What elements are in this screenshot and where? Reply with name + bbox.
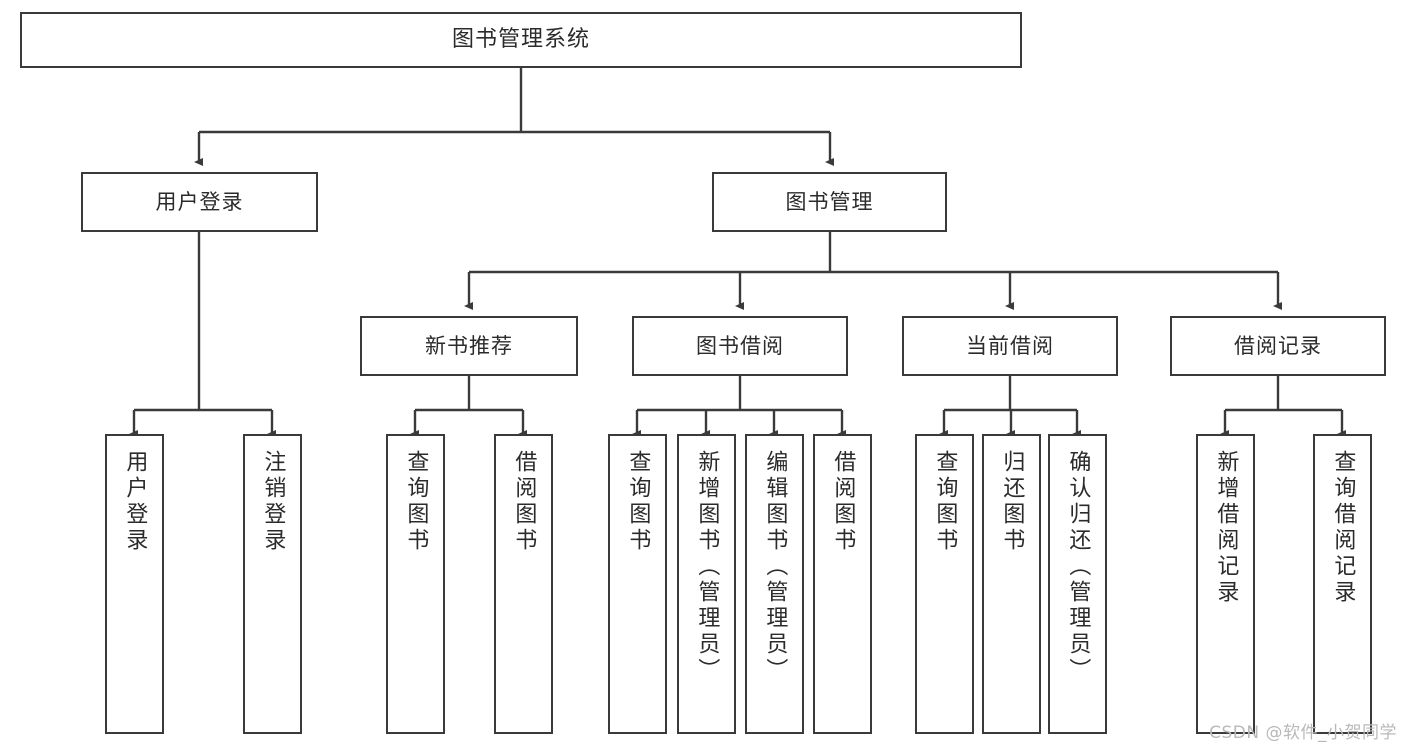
node-label: 新增图书（管理员） [694, 450, 720, 684]
node-label: 新增借阅记录 [1213, 450, 1239, 606]
node-user-login[interactable]: 用户登录 [81, 172, 318, 232]
node-leaf-query-book-2[interactable]: 查询图书 [608, 434, 667, 734]
node-system-root[interactable]: 图书管理系统 [20, 12, 1022, 68]
node-borrow-record[interactable]: 借阅记录 [1170, 316, 1386, 376]
node-leaf-logout[interactable]: 注销登录 [243, 434, 302, 734]
node-label: 借阅记录 [1234, 333, 1322, 358]
node-label: 确认归还（管理员） [1065, 450, 1091, 684]
node-label: 图书管理系统 [451, 27, 590, 53]
node-book-management[interactable]: 图书管理 [712, 172, 947, 232]
node-label: 查询图书 [625, 450, 651, 554]
node-label: 注销登录 [260, 450, 286, 554]
node-leaf-edit-book[interactable]: 编辑图书（管理员） [745, 434, 804, 734]
node-label: 查询图书 [932, 450, 958, 554]
node-book-borrow[interactable]: 图书借阅 [632, 316, 848, 376]
node-current-borrow[interactable]: 当前借阅 [902, 316, 1118, 376]
node-leaf-user-login[interactable]: 用户登录 [105, 434, 164, 734]
node-label: 编辑图书（管理员） [762, 450, 788, 684]
node-label: 借阅图书 [830, 450, 856, 554]
node-label: 查询图书 [403, 450, 429, 554]
node-leaf-query-record[interactable]: 查询借阅记录 [1313, 434, 1372, 734]
node-label: 借阅图书 [511, 450, 537, 554]
node-leaf-query-book-3[interactable]: 查询图书 [915, 434, 974, 734]
node-leaf-return-book[interactable]: 归还图书 [982, 434, 1041, 734]
node-leaf-borrow-book-1[interactable]: 借阅图书 [494, 434, 553, 734]
node-label: 当前借阅 [966, 333, 1054, 358]
node-leaf-add-record[interactable]: 新增借阅记录 [1196, 434, 1255, 734]
node-label: 归还图书 [999, 450, 1025, 554]
node-label: 查询借阅记录 [1330, 450, 1356, 606]
node-label: 新书推荐 [425, 333, 513, 358]
node-label: 图书管理 [785, 189, 874, 214]
node-new-book-recommend[interactable]: 新书推荐 [360, 316, 578, 376]
node-leaf-borrow-book-2[interactable]: 借阅图书 [813, 434, 872, 734]
node-label: 图书借阅 [696, 333, 784, 358]
node-leaf-confirm-return[interactable]: 确认归还（管理员） [1048, 434, 1107, 734]
node-label: 用户登录 [155, 189, 244, 214]
node-leaf-query-book-1[interactable]: 查询图书 [386, 434, 445, 734]
node-label: 用户登录 [122, 450, 148, 554]
node-leaf-add-book[interactable]: 新增图书（管理员） [677, 434, 736, 734]
csdn-watermark: CSDN @软件_小贺同学 [1209, 723, 1397, 743]
